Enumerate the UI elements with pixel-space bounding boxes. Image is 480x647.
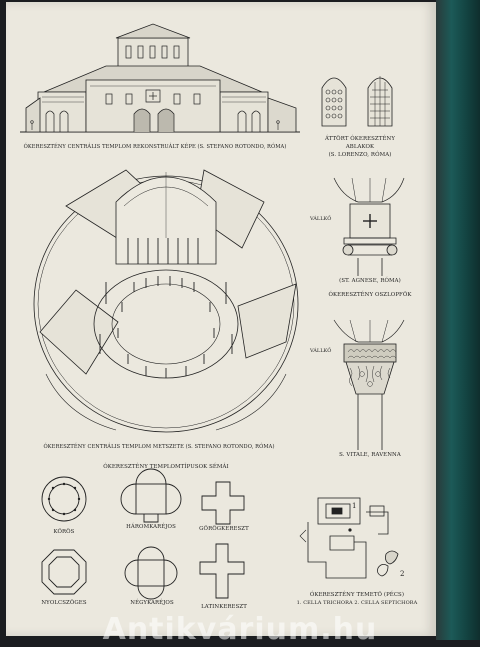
windows-drawing <box>321 76 393 127</box>
label-vallko-1: VÁLLKŐ <box>310 216 332 222</box>
caption-basilica: ÓKERESZTÉNY CENTRÁLIS TEMPLOM REKONSTRUÁ… <box>23 144 287 150</box>
caption-windows-line2: ABLAKOK <box>345 144 375 150</box>
caption-plans-title: ÓKERESZTÉNY TEMPLOMTÍPUSOK SÉMÁI <box>103 464 229 470</box>
caption-cemetery-line2: 1. CELLA TRICHORA 2. CELLA SEPTICHORA <box>296 600 418 606</box>
caption-windows-line1: ÁTTÖRT ÓKERESZTÉNY <box>324 136 395 142</box>
label-plan-gorog: GÖRÖGKERESZT <box>199 526 249 532</box>
caption-cemetery-line1: ÓKERESZTÉNY TEMETŐ (PÉCS) <box>309 592 405 598</box>
capital-byzantine-drawing <box>333 319 405 450</box>
label-plan-latin: LATINKERESZT <box>201 604 247 610</box>
caption-capital-agnese: (ST. AGNESE, RÓMA) <box>339 278 401 284</box>
label-number-1: 1 <box>352 502 357 510</box>
label-plan-negy: NÉGYKARÉJOS <box>130 600 174 606</box>
caption-windows-line3: (S. LORENZO, RÓMA) <box>328 152 392 158</box>
plan-schemas <box>41 468 245 600</box>
caption-capitals: ÓKERESZTÉNY OSZLOPFŐK <box>328 292 412 298</box>
illustrations <box>20 23 405 600</box>
label-plan-harom: HÁROMKARÉJOS <box>126 524 176 530</box>
caption-capital-vitale: S. VITALE, RAVENNA <box>339 452 401 458</box>
label-vallko-2: VÁLLKŐ <box>310 348 332 354</box>
watermark: Antikvárium.hu <box>102 612 378 647</box>
capital-ionic-drawing <box>333 177 405 276</box>
label-number-2: 2 <box>400 570 405 578</box>
rotunda-section-drawing <box>33 169 299 433</box>
book-page: ÓKERESZTÉNY CENTRÁLIS TEMPLOM REKONSTRUÁ… <box>6 2 436 636</box>
cemetery-plan <box>299 497 399 579</box>
label-plan-koros: KÖRÖS <box>53 529 75 535</box>
book-cover-edge <box>436 0 480 640</box>
basilica-drawing <box>20 23 300 133</box>
caption-section: ÓKERESZTÉNY CENTRÁLIS TEMPLOM METSZETE (… <box>43 444 275 450</box>
label-plan-nyolc: NYOLCSZÖGES <box>41 600 87 606</box>
